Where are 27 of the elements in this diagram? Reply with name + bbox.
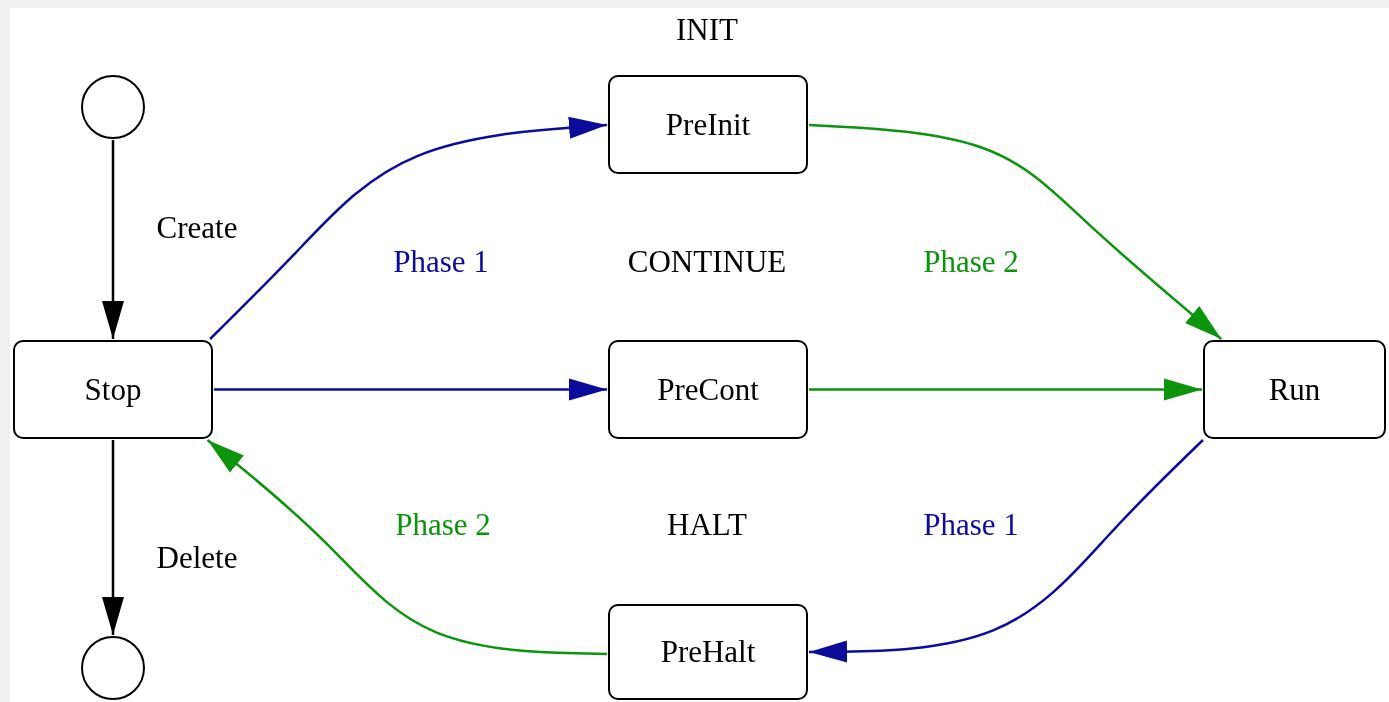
state-name: PreInit [665, 106, 751, 143]
edge-label: Delete [156, 540, 238, 576]
state-box [608, 604, 808, 700]
edge-label: Phase 2 [923, 244, 1019, 280]
edge-label: Phase 1 [393, 244, 489, 280]
state-box [13, 340, 213, 439]
state-box [1203, 340, 1386, 439]
state-name: Run [1268, 371, 1321, 408]
group-label: CONTINUE [627, 244, 787, 280]
edge-label: Phase 2 [395, 507, 491, 543]
state-box [608, 340, 808, 439]
group-label: HALT [667, 507, 747, 543]
arrow [809, 439, 1204, 663]
arrow [809, 378, 1202, 401]
state-box [608, 75, 808, 174]
edge-label: Create [156, 210, 238, 246]
group-label: INIT [676, 12, 738, 48]
state-name: PreHalt [660, 634, 756, 670]
arrow [209, 116, 608, 340]
state-name: PreCont [657, 371, 759, 408]
arrow [102, 140, 124, 339]
arrow [206, 439, 608, 656]
state-name: Stop [84, 371, 142, 408]
arrow [808, 123, 1223, 340]
arrow [102, 440, 124, 635]
arrow [214, 378, 607, 401]
edge-label: Phase 1 [923, 507, 1019, 543]
